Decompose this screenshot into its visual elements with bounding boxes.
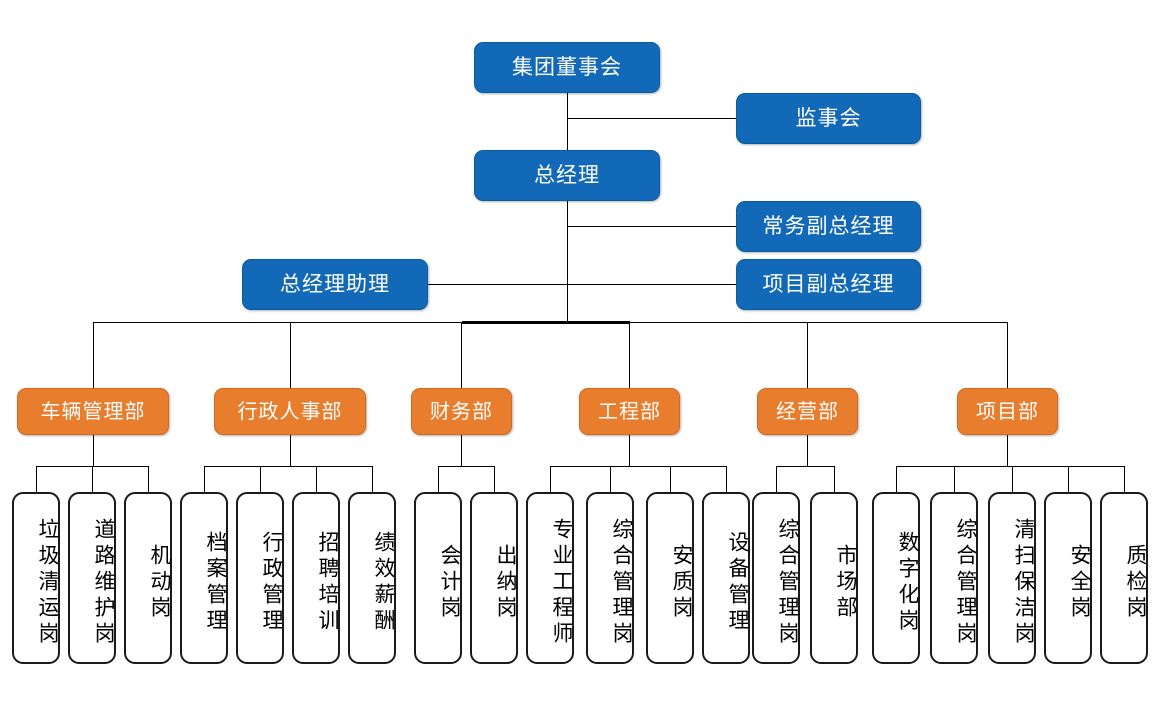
line-position-drop-1-3 — [372, 466, 373, 492]
line-department-to-position-bus-0 — [93, 435, 94, 466]
node-position[interactable]: 综合管理岗 — [586, 492, 634, 664]
line-bus-to-department-1 — [290, 322, 291, 388]
node-position[interactable]: 机动岗 — [124, 492, 172, 664]
node-general-manager[interactable]: 总经理 — [474, 150, 660, 201]
node-position[interactable]: 质检岗 — [1100, 492, 1148, 664]
line-gm-to-bus — [567, 201, 568, 322]
node-position[interactable]: 行政管理 — [236, 492, 284, 664]
node-supervisory-board[interactable]: 监事会 — [736, 93, 921, 144]
line-position-drop-0-1 — [92, 466, 93, 492]
node-position[interactable]: 安全岗 — [1044, 492, 1092, 664]
line-position-drop-1-0 — [204, 466, 205, 492]
node-department[interactable]: 行政人事部 — [214, 388, 366, 435]
node-position[interactable]: 专业工程师 — [526, 492, 574, 664]
line-position-drop-3-1 — [610, 466, 611, 492]
line-trunk-to-project-vp — [567, 284, 736, 285]
node-board[interactable]: 集团董事会 — [474, 42, 660, 93]
line-department-to-position-bus-4 — [807, 435, 808, 466]
node-position[interactable]: 垃圾清运岗 — [12, 492, 60, 664]
line-assistant-to-trunk — [428, 284, 567, 285]
node-department[interactable]: 工程部 — [579, 388, 680, 435]
line-position-drop-3-2 — [670, 466, 671, 492]
node-position[interactable]: 综合管理岗 — [930, 492, 978, 664]
node-position[interactable]: 绩效薪酬 — [348, 492, 396, 664]
line-position-drop-0-2 — [148, 466, 149, 492]
node-department[interactable]: 车辆管理部 — [17, 388, 169, 435]
node-position[interactable]: 市场部 — [810, 492, 858, 664]
line-position-bus-3 — [550, 466, 726, 467]
node-position[interactable]: 招聘培训 — [292, 492, 340, 664]
node-position[interactable]: 综合管理岗 — [752, 492, 800, 664]
line-position-bus-4 — [776, 466, 834, 467]
line-position-drop-5-4 — [1124, 466, 1125, 492]
node-department[interactable]: 经营部 — [757, 388, 858, 435]
line-position-bus-1 — [204, 466, 372, 467]
line-position-drop-5-2 — [1012, 466, 1013, 492]
node-gm-assistant[interactable]: 总经理助理 — [242, 259, 428, 310]
line-position-drop-0-0 — [36, 466, 37, 492]
line-trunk-to-supervisory — [567, 118, 736, 119]
node-position[interactable]: 设备管理 — [702, 492, 750, 664]
line-position-drop-4-1 — [834, 466, 835, 492]
line-department-to-position-bus-3 — [629, 435, 630, 466]
line-position-drop-4-0 — [776, 466, 777, 492]
line-department-to-position-bus-2 — [461, 435, 462, 466]
line-board-to-gm — [567, 93, 568, 150]
node-department[interactable]: 项目部 — [957, 388, 1058, 435]
line-department-bus-center — [462, 321, 630, 324]
line-position-drop-5-1 — [954, 466, 955, 492]
line-position-bus-5 — [896, 466, 1124, 467]
line-bus-to-department-4 — [807, 322, 808, 388]
line-position-drop-2-1 — [494, 466, 495, 492]
line-department-to-position-bus-1 — [290, 435, 291, 466]
node-executive-vice-president[interactable]: 常务副总经理 — [736, 201, 921, 252]
line-position-drop-5-0 — [896, 466, 897, 492]
node-position[interactable]: 数字化岗 — [872, 492, 920, 664]
node-position[interactable]: 会计岗 — [414, 492, 462, 664]
node-position[interactable]: 清扫保洁岗 — [988, 492, 1036, 664]
line-bus-to-department-5 — [1007, 322, 1008, 388]
line-bus-to-department-0 — [93, 322, 94, 388]
node-position[interactable]: 出纳岗 — [470, 492, 518, 664]
line-bus-to-department-3 — [629, 322, 630, 388]
node-position[interactable]: 安质岗 — [646, 492, 694, 664]
line-trunk-to-executive-vp — [567, 226, 736, 227]
line-position-drop-3-3 — [726, 466, 727, 492]
node-department[interactable]: 财务部 — [411, 388, 512, 435]
line-position-drop-3-0 — [550, 466, 551, 492]
line-position-drop-5-3 — [1068, 466, 1069, 492]
line-position-drop-2-0 — [438, 466, 439, 492]
node-project-vice-president[interactable]: 项目副总经理 — [736, 259, 921, 310]
node-position[interactable]: 档案管理 — [180, 492, 228, 664]
line-bus-to-department-2 — [461, 322, 462, 388]
line-position-drop-1-2 — [316, 466, 317, 492]
line-position-drop-1-1 — [260, 466, 261, 492]
line-position-bus-2 — [438, 466, 494, 467]
node-position[interactable]: 道路维护岗 — [68, 492, 116, 664]
line-department-to-position-bus-5 — [1007, 435, 1008, 466]
